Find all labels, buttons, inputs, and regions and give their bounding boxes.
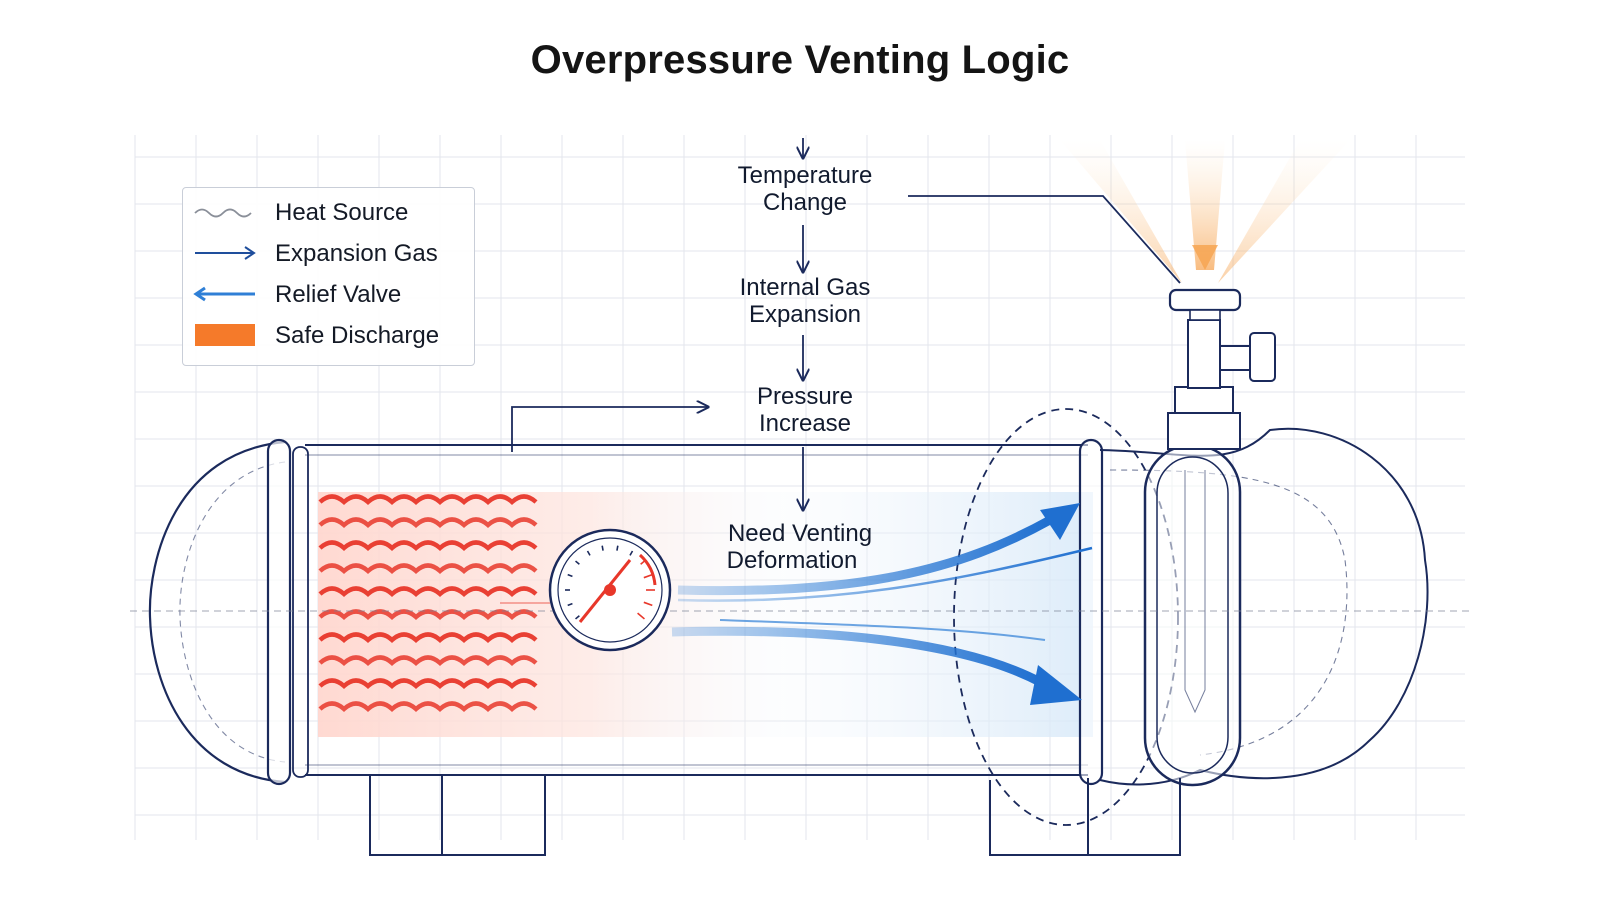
valve-neck bbox=[1174, 386, 1234, 414]
heat-wave bbox=[318, 494, 538, 506]
flow-step-temperature-change: Temperature Change bbox=[705, 162, 905, 216]
heat-wave bbox=[318, 540, 538, 552]
tank-left-flange-inner bbox=[292, 446, 309, 778]
heat-source-waves bbox=[318, 494, 538, 713]
legend-label: Expansion Gas bbox=[275, 240, 438, 267]
gas-arrowhead-lower bbox=[1030, 665, 1082, 705]
orange-block-icon bbox=[195, 324, 255, 346]
legend-item-expansion-gas: Expansion Gas bbox=[183, 238, 474, 268]
gauge-tick bbox=[567, 573, 573, 578]
flow-step-line: Deformation bbox=[726, 547, 858, 574]
tank-left-head bbox=[148, 440, 286, 784]
safe-discharge-plume bbox=[1060, 140, 1350, 283]
pressure-gauge bbox=[500, 528, 672, 652]
gauge-tick bbox=[575, 615, 580, 620]
pressure-feed-arrow bbox=[511, 407, 708, 452]
flow-step-internal-gas-expansion: Internal Gas Expansion bbox=[705, 274, 905, 328]
legend-label: Relief Valve bbox=[275, 281, 402, 308]
arrow-left-icon bbox=[193, 286, 255, 302]
legend-label: Safe Discharge bbox=[275, 322, 440, 349]
flow-step-line: Expansion bbox=[748, 301, 862, 328]
flow-step-line: Internal Gas bbox=[739, 274, 871, 301]
gas-arrow-thin bbox=[677, 546, 1093, 602]
heat-wave bbox=[318, 701, 538, 713]
legend: Heat Source Expansion Gas Relief Valve S… bbox=[182, 187, 475, 366]
discharge-beam bbox=[1185, 140, 1225, 270]
flow-step-line: Increase bbox=[758, 410, 852, 437]
discharge-beam bbox=[1218, 140, 1350, 283]
gauge-tick bbox=[637, 612, 645, 620]
heat-wave bbox=[318, 586, 538, 598]
heat-wave bbox=[318, 563, 538, 575]
gauge-tick bbox=[643, 573, 653, 579]
tank-left-head-inner bbox=[179, 461, 286, 763]
gauge-tick bbox=[643, 601, 653, 607]
flow-step-pressure-increase: Pressure Increase bbox=[705, 383, 905, 437]
heat-wave bbox=[318, 655, 538, 667]
flow-step-line: Temperature bbox=[737, 162, 873, 189]
expansion-gas-arrows bbox=[671, 503, 1093, 705]
heat-wave bbox=[318, 609, 538, 621]
gauge-tick bbox=[640, 560, 645, 565]
arrow-right-icon bbox=[195, 246, 256, 260]
dip-tube bbox=[1184, 470, 1206, 714]
gas-arrow-lower bbox=[671, 626, 1043, 686]
gauge-tick bbox=[575, 560, 580, 565]
flow-step-need-venting-deformation: Need Venting Deformation bbox=[700, 520, 900, 574]
gauge-tick bbox=[616, 545, 619, 551]
gauge-tick bbox=[629, 550, 634, 556]
page-title: Overpressure Venting Logic bbox=[530, 38, 1070, 82]
heat-wave bbox=[318, 517, 538, 529]
tank-right-flange bbox=[1078, 438, 1104, 786]
legend-item-relief-valve: Relief Valve bbox=[183, 279, 474, 309]
gauge-hub bbox=[604, 584, 616, 596]
heat-wave bbox=[318, 632, 538, 644]
valve-base bbox=[1167, 412, 1241, 450]
discharge-beam bbox=[1060, 140, 1182, 283]
tank-end-cap-inner bbox=[1156, 456, 1229, 774]
valve-handwheel bbox=[1168, 288, 1242, 312]
valve-side-port bbox=[1219, 345, 1251, 371]
discharge-arrowhead bbox=[1192, 245, 1218, 270]
legend-label: Heat Source bbox=[275, 199, 409, 226]
gauge-tick bbox=[586, 550, 591, 556]
heat-wave bbox=[318, 678, 538, 690]
legend-item-heat-source: Heat Source bbox=[183, 197, 474, 227]
flow-step-line: Need Venting bbox=[727, 520, 873, 547]
flow-step-line: Change bbox=[762, 189, 848, 216]
gauge-tick bbox=[567, 602, 573, 607]
valve-stem bbox=[1187, 319, 1221, 389]
tank-end-cap bbox=[1143, 443, 1242, 787]
gauge-red-zone bbox=[638, 553, 657, 586]
gas-arrow-middle bbox=[719, 619, 1046, 641]
wavy-line-icon bbox=[194, 208, 252, 218]
gas-arrow-upper bbox=[677, 516, 1053, 596]
flow-step-line: Pressure bbox=[756, 383, 854, 410]
temperature-to-valve-line bbox=[908, 195, 1181, 284]
right-support bbox=[989, 778, 1181, 856]
tank-left-flange bbox=[266, 438, 292, 786]
valve-side-knob bbox=[1249, 332, 1276, 382]
gas-arrowhead-upper bbox=[1040, 503, 1080, 540]
legend-item-safe-discharge: Safe Discharge bbox=[183, 320, 474, 350]
relief-valve bbox=[1167, 288, 1276, 450]
pressure-tank bbox=[130, 140, 1470, 856]
left-support bbox=[369, 775, 546, 856]
gauge-tick bbox=[601, 545, 604, 551]
flow-connectors bbox=[511, 138, 1181, 510]
valve-bonnet bbox=[1189, 309, 1221, 321]
